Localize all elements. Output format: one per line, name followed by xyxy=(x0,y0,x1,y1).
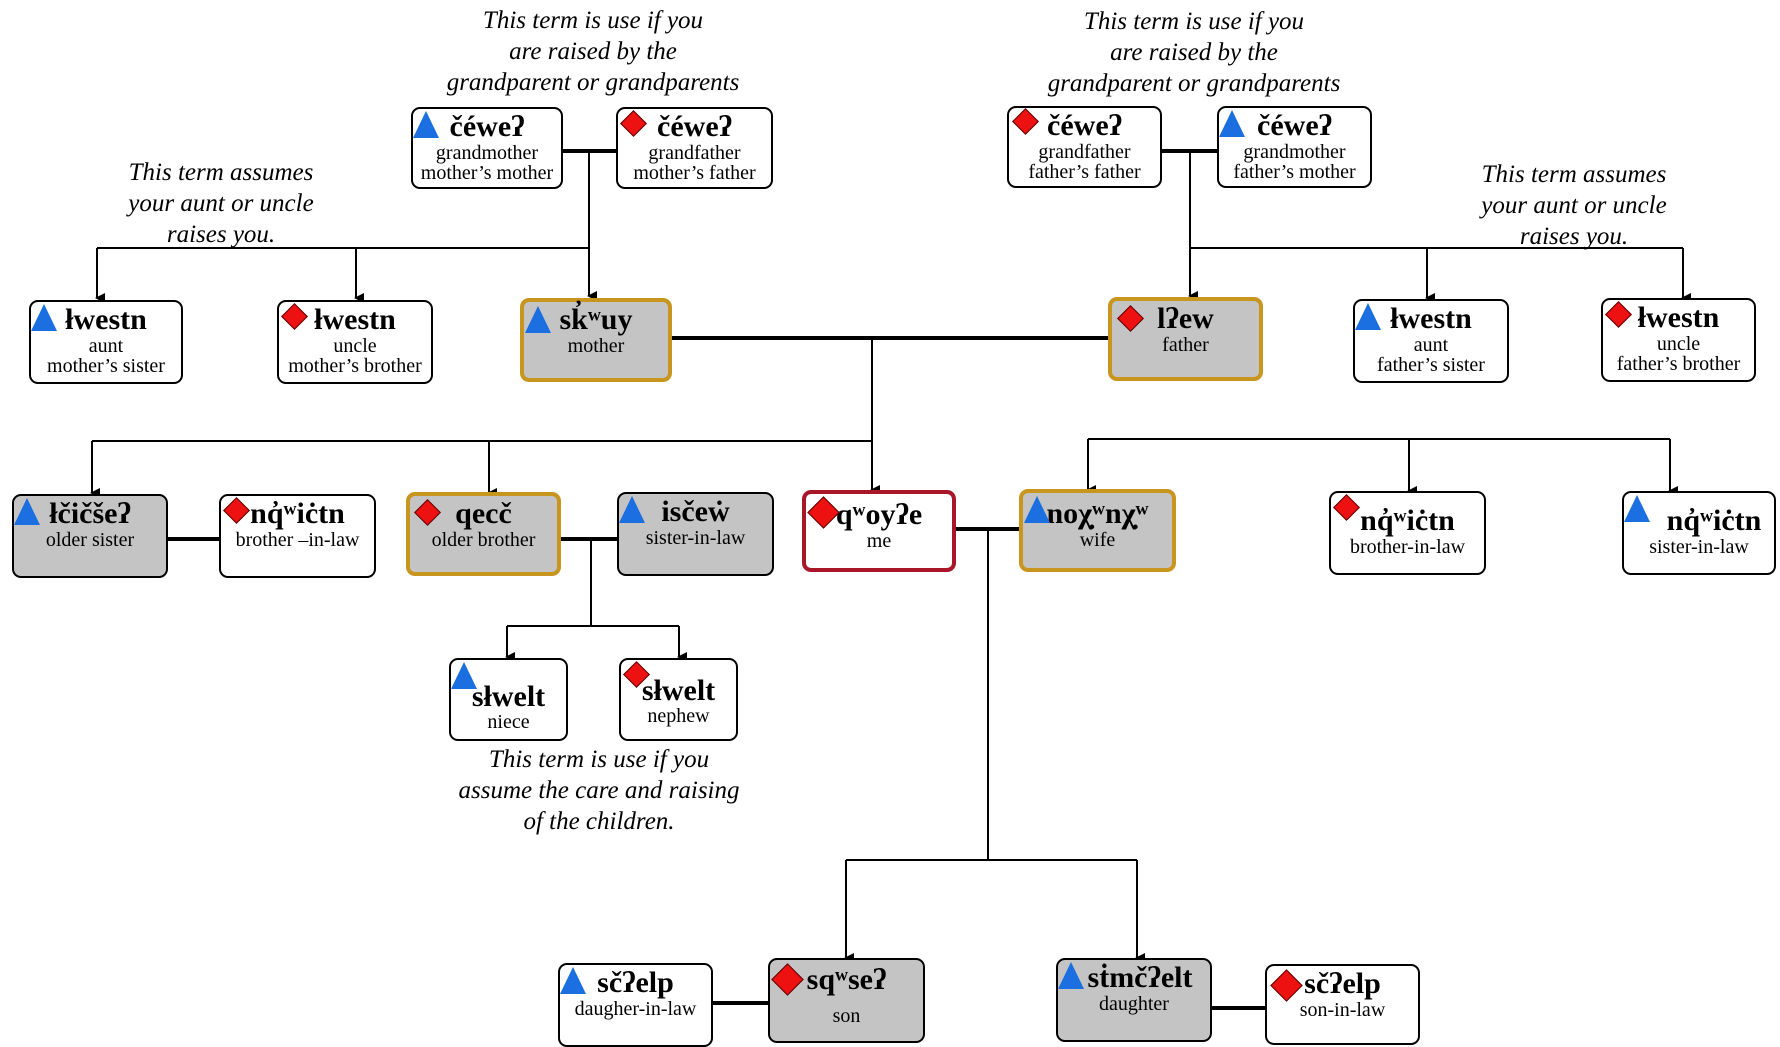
note-raised-by-grandparents-left: This term is use if you are raised by th… xyxy=(446,7,740,96)
node-sister-in-law-2: nq̓ʷiċtn sister-in-law xyxy=(1622,491,1776,575)
female-triangle-icon xyxy=(31,304,57,331)
female-triangle-icon xyxy=(619,496,645,523)
female-triangle-icon xyxy=(1024,496,1050,523)
node-wife: noχ̣ʷnχ̣ʷ wife xyxy=(1019,489,1176,572)
node-father: lʔew father xyxy=(1108,297,1263,381)
node-aunt-mothers-sister: łwestn aunt mother’s sister xyxy=(29,300,183,384)
female-triangle-icon xyxy=(413,111,439,138)
female-triangle-icon xyxy=(1355,303,1381,330)
female-triangle-icon xyxy=(1624,495,1650,522)
node-sister-in-law-1: isčeẇ sister-in-law xyxy=(617,492,774,576)
node-niece: słwelt niece xyxy=(449,658,568,741)
node-mother: sk̓ʷuy mother xyxy=(520,298,672,382)
node-uncle-fathers-brother: łwestn uncle father’s brother xyxy=(1601,298,1756,382)
node-me: qʷoyʔe me xyxy=(802,490,956,572)
female-triangle-icon xyxy=(14,498,40,525)
node-grandfather-fathers-father: čéweʔ grandfather father’s father xyxy=(1007,106,1162,188)
node-aunt-fathers-sister: łwestn aunt father’s sister xyxy=(1353,299,1509,383)
node-grandmother-mothers-mother: čéweʔ grandmother mother’s mother xyxy=(411,107,563,189)
female-triangle-icon xyxy=(1219,110,1245,137)
female-triangle-icon xyxy=(525,306,551,333)
female-triangle-icon xyxy=(1058,962,1084,989)
note-aunt-uncle-raises-right: This term assumes your aunt or uncle rai… xyxy=(1481,161,1667,250)
note-raised-by-grandparents-right: This term is use if you are raised by th… xyxy=(1047,8,1341,97)
node-uncle-mothers-brother: łwestn uncle mother’s brother xyxy=(277,300,433,384)
node-nephew: słwelt nephew xyxy=(619,658,738,741)
node-older-sister: łčičšeʔ older sister xyxy=(12,494,168,578)
female-triangle-icon xyxy=(451,662,477,689)
node-brother-in-law-1: nq̓ʷiċtn brother –in-law xyxy=(219,494,376,578)
node-son-in-law: sčʔelp son-in-law xyxy=(1265,964,1420,1045)
female-triangle-icon xyxy=(560,967,586,994)
node-grandmother-fathers-mother: čéweʔ grandmother father’s mother xyxy=(1217,106,1372,188)
note-care-of-children: This term is use if you assume the care … xyxy=(458,746,740,835)
node-brother-in-law-2: nq̓ʷiċtn brother-in-law xyxy=(1329,491,1486,575)
node-daughter-in-law: sčʔelp daugher-in-law xyxy=(558,963,713,1047)
node-son: sqʷseʔ son xyxy=(768,958,925,1043)
node-older-brother: qecč older brother xyxy=(406,492,561,576)
node-grandfather-mothers-father: čéweʔ grandfather mother’s father xyxy=(616,107,773,189)
node-daughter: sṫmčʔelt daughter xyxy=(1056,958,1212,1042)
note-aunt-uncle-raises-left: This term assumes your aunt or uncle rai… xyxy=(128,159,314,248)
